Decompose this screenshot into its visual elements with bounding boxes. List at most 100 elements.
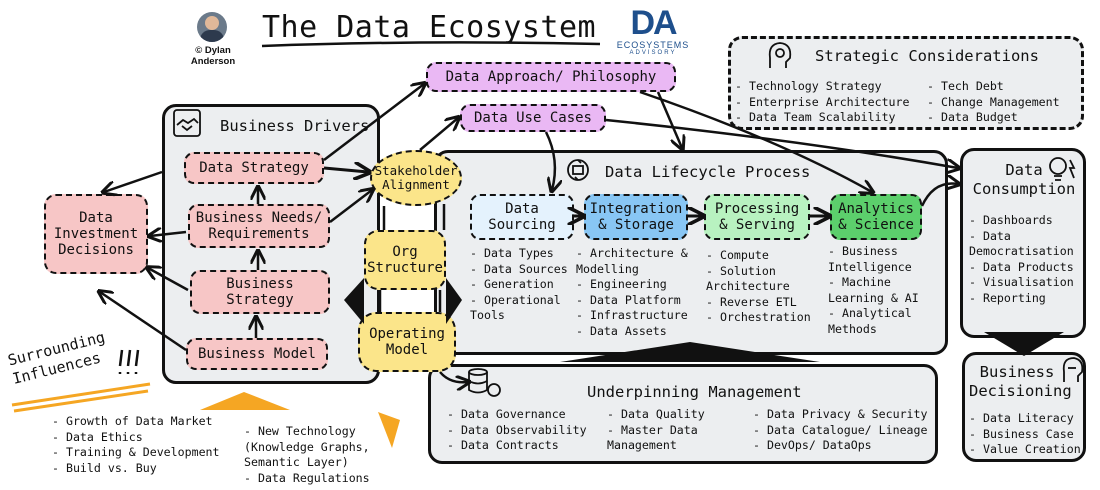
- stage-item: - Solution: [706, 263, 776, 278]
- strategic-item: - Data Budget: [927, 110, 1018, 125]
- logo-line1: ECOSYSTEMS: [616, 40, 690, 50]
- underpinning-item: - Master Data: [607, 422, 698, 437]
- strategic-item: - Tech Debt: [927, 79, 1004, 93]
- surrounding-item: - Data Regulations: [244, 470, 370, 485]
- consumption-title: Data Consumption: [972, 161, 1076, 198]
- strategic-col2: - Tech Debt - Change Management - Data B…: [927, 79, 1060, 126]
- strategic-col1: - Technology Strategy - Enterprise Archi…: [735, 79, 910, 126]
- stage-analytics-science: Analytics & Science: [830, 194, 922, 240]
- decisioning-item: - Value Creation: [969, 442, 1081, 457]
- underpinning-item: - Data Contracts: [447, 438, 559, 453]
- stage-processing-serving: Processing & Serving: [704, 194, 810, 240]
- data-use-cases-node: Data Use Cases: [460, 104, 606, 132]
- stage-item: - Operational: [470, 292, 561, 307]
- surrounding-item: Semantic Layer): [244, 455, 349, 470]
- stage-item: - Infrastructure: [576, 308, 688, 323]
- stage-item: - Business: [828, 244, 898, 258]
- stage-item: Intelligence: [828, 259, 912, 274]
- underpinning-item: - Data Observability: [447, 422, 587, 437]
- lifecycle-title: Data Lifecycle Process: [605, 163, 811, 181]
- logo-line2: ADVISORY: [629, 50, 677, 56]
- consumption-item: - Dashboards: [969, 213, 1053, 227]
- strategic-title: Strategic Considerations: [815, 47, 1039, 65]
- underpinning-item: - Data Quality: [607, 407, 705, 421]
- strategic-item: - Enterprise Architecture: [735, 94, 910, 109]
- stakeholder-alignment-node: Stakeholder Alignment: [370, 150, 462, 206]
- surrounding-col2: - New Technology (Knowledge Graphs, Sema…: [244, 424, 370, 486]
- underpinning-item: - Data Governance: [447, 407, 566, 421]
- org-structure-node: Org Structure: [364, 230, 446, 290]
- underpinning-panel: Underpinning Management - Data Governanc…: [428, 364, 938, 464]
- surrounding-item: (Knowledge Graphs,: [244, 439, 370, 454]
- data-strategy-node: Data Strategy: [184, 152, 324, 184]
- decisioning-item: - Data Literacy: [969, 411, 1074, 425]
- consumption-item: - Data: [969, 228, 1011, 243]
- surrounding-underline: [11, 382, 151, 407]
- surrounding-item: - Build vs. Buy: [52, 460, 157, 475]
- consumption-item: - Visualisation: [969, 275, 1074, 290]
- surrounding-col1: - Growth of Data Market - Data Ethics - …: [52, 414, 220, 476]
- strategic-item: - Technology Strategy: [735, 79, 882, 93]
- stage-item: - Analytical: [828, 306, 912, 321]
- stage-sourcing-list: - Data Types - Data Sources - Generation…: [470, 246, 568, 324]
- underpinning-col1: - Data Governance - Data Observability -…: [447, 407, 587, 454]
- consumption-list: - Dashboards - Data Democratisation - Da…: [969, 213, 1074, 307]
- stage-item: Architecture: [706, 279, 790, 294]
- strategic-item: - Change Management: [927, 94, 1060, 109]
- consumption-item: - Reporting: [969, 290, 1046, 305]
- stage-item: - Data Types: [470, 246, 554, 260]
- da-logo: DA ECOSYSTEMS ADVISORY: [612, 6, 694, 56]
- surrounding-title: Surrounding Influences: [6, 327, 107, 388]
- stage-integration-list: - Architecture & Modelling - Engineering…: [576, 246, 688, 340]
- logo-mark: DA: [630, 4, 677, 42]
- orange-triangle-2: [378, 412, 400, 448]
- orange-triangle-1: [200, 392, 290, 410]
- business-drivers-title: Business Drivers: [220, 117, 370, 135]
- underpinning-item: - Data Catalogue/ Lineage: [753, 422, 928, 437]
- stage-item: Modelling: [576, 261, 639, 276]
- surrounding-item: - Training & Development: [52, 445, 220, 460]
- consumption-item: - Data Products: [969, 259, 1074, 274]
- business-strategy-node: Business Strategy: [190, 270, 330, 314]
- data-approach-node: Data Approach/ Philosophy: [426, 62, 676, 92]
- stage-item: - Data Assets: [576, 323, 667, 338]
- stage-item: - Generation: [470, 277, 554, 292]
- strategic-considerations-panel: Strategic Considerations - Technology St…: [728, 36, 1084, 130]
- surrounding-item: - New Technology: [244, 424, 356, 438]
- underpinning-item: - Data Privacy & Security: [753, 407, 928, 421]
- stage-item: - Data Sources: [470, 261, 568, 276]
- underpinning-col2: - Data Quality - Master Data Management: [607, 407, 705, 454]
- stage-item: - Machine: [828, 275, 891, 290]
- surrounding-item: - Data Ethics: [52, 429, 143, 444]
- stage-item: - Orchestration: [706, 310, 811, 325]
- decisioning-panel: Business Decisioning - Data Literacy - B…: [962, 352, 1086, 462]
- strategic-item: - Data Team Scalability: [735, 110, 896, 125]
- stage-item: - Reverse ETL: [706, 294, 797, 309]
- arrow-to-investment-1: [104, 170, 163, 192]
- stage-item: - Architecture &: [576, 246, 688, 260]
- stage-integration-storage: Integration & Storage: [584, 194, 688, 240]
- author-credit: © Dylan Anderson: [190, 45, 236, 67]
- arrow-stakeholder-to-usecases: [419, 118, 458, 151]
- author-avatar: [197, 12, 227, 42]
- surrounding-item: - Growth of Data Market: [52, 414, 213, 428]
- surrounding-underline-2: [13, 389, 149, 413]
- consumption-item: Democratisation: [969, 244, 1074, 259]
- decisioning-item: - Business Case: [969, 426, 1074, 441]
- operating-model-node: Operating Model: [358, 312, 456, 372]
- decisioning-title: Business Decisioning: [969, 363, 1072, 400]
- consumption-panel: Data Consumption - Dashboards - Data Dem…: [960, 148, 1086, 338]
- business-needs-node: Business Needs/ Requirements: [188, 204, 330, 248]
- stage-item: Learning & AI: [828, 290, 919, 305]
- data-investment-node: Data Investment Decisions: [44, 194, 148, 274]
- stage-item: Tools: [470, 308, 505, 323]
- stage-processing-list: - Compute - Solution Architecture - Reve…: [706, 248, 811, 326]
- stage-item: - Compute: [706, 248, 769, 262]
- stage-item: - Data Platform: [576, 292, 681, 307]
- exclamation-icon: [118, 349, 140, 374]
- business-model-node: Business Model: [186, 338, 328, 370]
- stage-analytics-list: - Business Intelligence - Machine Learni…: [828, 244, 919, 338]
- decisioning-list: - Data Literacy - Business Case - Value …: [969, 411, 1081, 458]
- stage-item: - Engineering: [576, 277, 667, 292]
- stage-item: Methods: [828, 321, 877, 336]
